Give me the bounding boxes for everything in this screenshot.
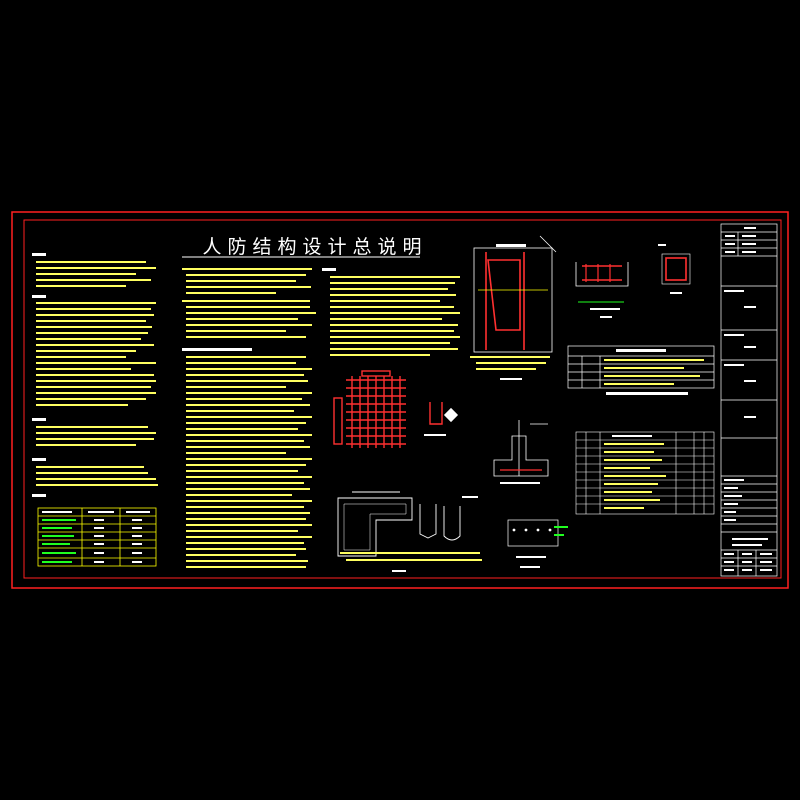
concrete-grade-table-content xyxy=(42,511,150,563)
outer-frame xyxy=(11,211,789,589)
beam-section-small xyxy=(507,519,568,568)
notes-column-1 xyxy=(32,253,158,497)
column-detail xyxy=(658,244,691,294)
standard-detail-table-content xyxy=(604,349,704,385)
wall-section-detail xyxy=(470,235,557,380)
footing-section-detail xyxy=(493,420,549,477)
lintel-detail xyxy=(575,262,629,318)
drawing-list-table xyxy=(575,392,715,515)
notes-column-2 xyxy=(182,268,316,568)
title-block xyxy=(720,223,778,577)
hook-detail xyxy=(424,402,459,436)
title-block-content xyxy=(724,227,772,571)
footing-label xyxy=(500,482,540,484)
drawing-title: 人防结构设计总说明 xyxy=(202,236,428,258)
standard-detail-table xyxy=(567,345,715,389)
inner-frame xyxy=(23,219,782,579)
corner-wall-detail xyxy=(337,491,478,557)
concrete-grade-table xyxy=(37,507,157,567)
rebar-mesh-detail xyxy=(333,370,406,448)
notes-column-3 xyxy=(322,268,460,356)
detail-notes-bottom xyxy=(340,552,482,572)
